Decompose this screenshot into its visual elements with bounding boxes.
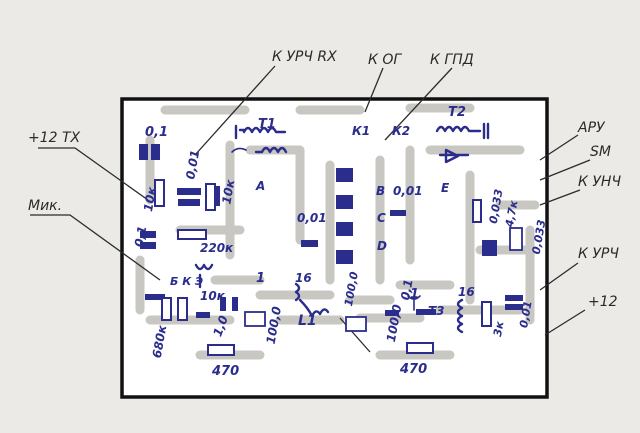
connector-leaders xyxy=(30,65,591,353)
lbl-sixteen-a: 16 xyxy=(295,271,312,285)
resistor-base xyxy=(177,297,188,321)
lbl-e: Е xyxy=(441,181,450,195)
lbl-t2: Т2 xyxy=(448,105,466,120)
lbl-r10k-b: 10к xyxy=(219,178,237,206)
capacitor-c01-left-b xyxy=(140,242,156,249)
label-sm: SM xyxy=(590,144,611,160)
inductors xyxy=(194,122,490,334)
lbl-r10k-a: 10к xyxy=(141,185,159,213)
lbl-a: А xyxy=(255,179,265,193)
crystal-4 xyxy=(336,250,353,264)
lbl-r220k: 220к xyxy=(200,241,234,255)
lbl-c10: 1,0 xyxy=(210,314,230,339)
capacitor-c100-a xyxy=(244,311,266,327)
lbl-c0033-b: 0,033 xyxy=(530,218,549,255)
capacitor-c0033-a xyxy=(482,240,497,256)
lbl-t3: Т3 xyxy=(428,304,445,318)
resistor-47k xyxy=(472,199,482,223)
capacitor-c100-b xyxy=(345,316,367,332)
capacitor-c10-c xyxy=(232,297,238,311)
crystal-3 xyxy=(336,222,353,236)
capacitor-c01-left xyxy=(140,231,156,238)
label-aru: АРУ xyxy=(577,120,606,136)
inductor-16 xyxy=(456,298,464,334)
resistor-220k xyxy=(177,229,207,240)
resistor-470-b xyxy=(406,342,434,354)
lbl-c0033-a: 0,033 xyxy=(487,188,506,225)
lbl-k1: К1 xyxy=(352,124,370,138)
label-k-gpd: К ГПД xyxy=(430,52,474,68)
resistor-10k-b xyxy=(205,183,216,211)
connector-labels: К УРЧ RX К ОГ К ГПД +12 ТХ Мик. АРУ SM К… xyxy=(28,49,621,310)
resistors xyxy=(154,179,492,356)
lbl-b: В xyxy=(376,184,385,198)
lbl-c001-b: 0,01 xyxy=(393,184,423,198)
capacitor-c01-c xyxy=(416,309,436,315)
diode-e xyxy=(438,148,470,164)
resistor-3k xyxy=(481,301,492,327)
lbl-c100-b: 100,0 xyxy=(342,270,361,307)
capacitor-c-bottom-left xyxy=(145,294,165,300)
lbl-r47k: 4,7к xyxy=(503,199,521,229)
label-k-urch: К УРЧ xyxy=(578,246,619,262)
lbl-bke: Б К Э xyxy=(170,275,203,288)
capacitor-electrolytic-b xyxy=(509,227,523,251)
capacitor-c001-mid xyxy=(301,240,318,247)
crystal-2 xyxy=(336,195,353,209)
label-plus12-tx: +12 ТХ xyxy=(28,130,81,146)
lbl-c001-mid: 0,01 xyxy=(297,211,327,225)
lbl-c100-a: 100,0 xyxy=(264,305,284,345)
lbl-c001-c: 0,01 xyxy=(517,300,535,329)
crystal-1 xyxy=(336,168,353,182)
capacitor-c001-b xyxy=(390,210,406,216)
capacitor-c001-a-b xyxy=(178,199,200,206)
transformer-t1 xyxy=(234,124,287,140)
capacitors xyxy=(139,144,523,332)
transistor-bke xyxy=(194,263,214,289)
lbl-t1: Т1 xyxy=(258,117,276,132)
lbl-c001-a: 0,01 xyxy=(183,149,202,181)
lbl-c100-c: 100,0 xyxy=(384,303,404,343)
lbl-c01-top: 0,1 xyxy=(145,125,168,140)
capacitor-c001-a xyxy=(177,188,201,195)
capacitor-c10 xyxy=(196,312,210,318)
transformer-t2 xyxy=(435,122,490,140)
label-k-og: К ОГ xyxy=(368,52,402,68)
capacitor-c001-c xyxy=(505,295,523,301)
resistor-470-a xyxy=(207,344,235,356)
lbl-r3k: 3к xyxy=(491,320,507,338)
lbl-l1: L1 xyxy=(298,313,317,329)
trimmer-t1 xyxy=(231,147,247,153)
resistor-10k-a xyxy=(154,179,165,207)
lbl-c01-left: 0,1 xyxy=(132,225,149,248)
lbl-one-a: 1 xyxy=(256,271,265,286)
lbl-r10k-c: 10к xyxy=(200,289,226,303)
capacitor-c10-b xyxy=(220,297,226,311)
t1-secondary xyxy=(254,146,288,154)
label-mik: Мик. xyxy=(28,198,62,214)
transistor-t3 xyxy=(407,295,421,311)
pcb-traces xyxy=(135,103,540,360)
capacitor-c001-c-b xyxy=(505,304,523,310)
capacitor-c100-c xyxy=(385,310,399,316)
label-k-unch: К УНЧ xyxy=(578,174,621,190)
capacitor-c01-top-b xyxy=(151,144,160,160)
lbl-r470-b: 470 xyxy=(399,362,427,377)
inductor-l1 xyxy=(294,282,330,318)
lbl-r470-a: 470 xyxy=(211,364,239,379)
lbl-k2: К2 xyxy=(392,124,410,138)
lbl-one-b: 1 xyxy=(410,287,419,302)
resistor-680k xyxy=(161,297,172,321)
lbl-d: D xyxy=(377,239,387,253)
capacitor-c01-top xyxy=(139,144,148,160)
label-plus12: +12 xyxy=(588,294,618,310)
lbl-r680k: 680к xyxy=(150,323,170,359)
label-k-urch-rx: К УРЧ RX xyxy=(272,49,337,65)
component-labels: 0,1 0,01 10к 10к 0,1 220к Б К Э 680к 10к… xyxy=(132,105,549,379)
lbl-sixteen-b: 16 xyxy=(458,285,475,299)
lbl-c: С xyxy=(377,211,386,225)
lbl-c01-c: 0,1 xyxy=(398,278,415,301)
